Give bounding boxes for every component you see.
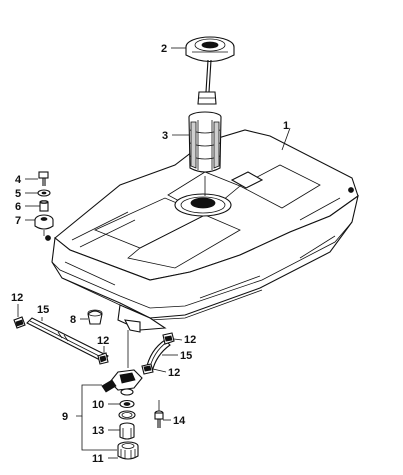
drain-plug [87, 309, 103, 325]
callout-3: 3 [162, 130, 168, 142]
callout-5: 5 [15, 188, 21, 200]
callout-4: 4 [15, 174, 22, 186]
callout-13: 13 [92, 425, 104, 437]
callout-7: 7 [15, 215, 21, 227]
fuel-hose-left [13, 316, 109, 365]
callout-11: 11 [92, 453, 104, 465]
callout-12-lower: 12 [168, 367, 180, 379]
fuel-tank [45, 129, 359, 333]
callout-14: 14 [173, 415, 186, 427]
fuel-cap [185, 36, 235, 105]
callout-15-left: 15 [37, 304, 49, 316]
fuel-hose-right [141, 332, 175, 375]
callout-labels: 1 2 3 4 5 6 7 8 9 10 11 12 12 12 12 13 1… [11, 43, 289, 465]
callout-6: 6 [15, 201, 21, 213]
leader-lines [17, 47, 291, 459]
callout-12-upper: 12 [184, 334, 196, 346]
callout-10: 10 [92, 399, 104, 411]
callout-9: 9 [62, 411, 68, 423]
mounting-hardware [34, 171, 54, 236]
callout-12-hose: 12 [97, 335, 109, 347]
filler-strainer [188, 111, 222, 196]
callout-12-left: 12 [11, 292, 23, 304]
callout-8: 8 [70, 314, 76, 326]
callout-2: 2 [161, 43, 167, 55]
callout-15-right: 15 [180, 350, 192, 362]
callout-1: 1 [283, 120, 289, 132]
fuel-valve-assembly [101, 330, 164, 460]
